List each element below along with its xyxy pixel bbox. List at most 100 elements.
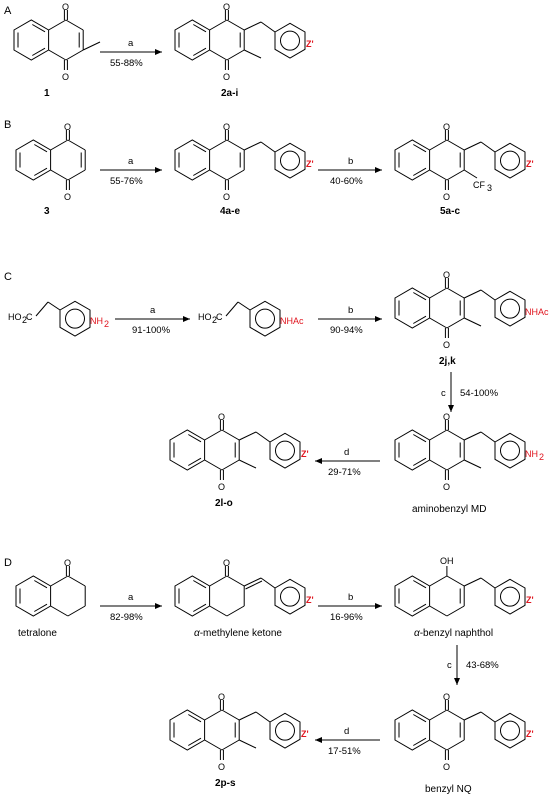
- svg-text:C: C: [216, 312, 223, 322]
- compound-label-2a-i: 2a-i: [221, 88, 238, 99]
- svg-text:3: 3: [487, 183, 492, 193]
- reagent-c-d: d: [344, 447, 349, 458]
- reagent-b-a: a: [128, 156, 134, 167]
- aminobenzyl-md-structure: O O NH 2: [394, 412, 544, 492]
- svg-text:O: O: [443, 762, 450, 772]
- svg-text:CF: CF: [473, 180, 485, 190]
- svg-text:O: O: [223, 558, 230, 568]
- compound-label-4a-e: 4a-e: [220, 206, 240, 217]
- substituent-z: Z': [306, 39, 314, 49]
- compound-label-2j-k: 2j,k: [439, 356, 456, 367]
- svg-text:NHAc: NHAc: [280, 316, 304, 326]
- yield-b-b: 40-60%: [330, 176, 363, 187]
- svg-text:Z': Z': [301, 449, 309, 459]
- compound-4a-e-structure: O O Z': [174, 122, 314, 202]
- compound-label-methylene-ketone: α-methylene ketone: [194, 628, 282, 639]
- svg-text:O: O: [218, 412, 225, 422]
- svg-text:O: O: [62, 72, 69, 82]
- section-label-c: C: [4, 271, 12, 283]
- benzyl-naphthol-structure: OH Z': [394, 556, 534, 617]
- svg-text:Z': Z': [526, 595, 534, 605]
- yield-d-a: 82-98%: [110, 612, 143, 623]
- svg-text:O: O: [443, 122, 450, 132]
- compound-label-2l-o: 2l-o: [215, 498, 233, 509]
- svg-text:O: O: [62, 2, 69, 12]
- svg-text:NH: NH: [525, 449, 538, 459]
- svg-text:Z': Z': [306, 159, 314, 169]
- yield-c-d: 29-71%: [328, 467, 361, 478]
- svg-text:Z': Z': [306, 595, 314, 605]
- methylene-ketone-structure: O Z': [174, 558, 314, 617]
- svg-text:HO: HO: [8, 312, 22, 322]
- compound-label-aminobenzyl-md: aminobenzyl MD: [412, 504, 486, 515]
- reagent-d-d: d: [344, 726, 349, 737]
- compound-label-tetralone: tetralone: [18, 628, 57, 639]
- compound-1-structure: O O: [13, 2, 101, 82]
- svg-text:NHAc: NHAc: [525, 307, 549, 317]
- reagent-d-c: c: [447, 660, 452, 671]
- compound-2j-k-structure: O O NHAc: [394, 270, 549, 350]
- yield-d-b: 16-96%: [330, 612, 363, 623]
- yield-c-b: 90-94%: [330, 325, 363, 336]
- svg-text:2: 2: [212, 315, 217, 325]
- yield-a-a: 55-88%: [110, 58, 143, 69]
- svg-text:O: O: [64, 192, 71, 202]
- yield-c-c: 54-100%: [460, 388, 499, 399]
- acetamidophenylacetic-acid-structure: HO 2 C NHAc: [198, 300, 304, 337]
- svg-text:O: O: [443, 412, 450, 422]
- svg-text:O: O: [218, 692, 225, 702]
- compound-label-2p-s: 2p-s: [215, 778, 236, 789]
- reagent-b-b: b: [348, 156, 353, 167]
- svg-text:Z': Z': [526, 729, 534, 739]
- svg-text:2: 2: [22, 315, 27, 325]
- compound-2p-s-structure: O O Z': [169, 692, 309, 772]
- benzyl-nq-structure: O O Z': [394, 692, 534, 772]
- aminophenylacetic-acid-structure: HO 2 C NH 2: [8, 300, 109, 337]
- svg-text:O: O: [64, 558, 71, 568]
- svg-text:O: O: [443, 270, 450, 280]
- svg-text:O: O: [443, 692, 450, 702]
- yield-c-a: 91-100%: [132, 325, 171, 336]
- compound-3-structure: O O: [15, 122, 86, 202]
- svg-text:O: O: [223, 2, 230, 12]
- compound-2l-o-structure: O O Z': [169, 412, 309, 492]
- reagent-d-b: b: [348, 592, 353, 603]
- reagent-d-a: a: [128, 592, 134, 603]
- svg-text:O: O: [64, 122, 71, 132]
- section-label-b: B: [4, 119, 11, 131]
- svg-text:O: O: [223, 192, 230, 202]
- svg-text:Z': Z': [526, 159, 534, 169]
- svg-text:2: 2: [104, 319, 109, 329]
- compound-label-benzyl-nq: benzyl NQ: [425, 784, 472, 795]
- svg-text:O: O: [443, 482, 450, 492]
- compound-5a-c-structure: O O Z' CF 3: [394, 122, 534, 202]
- svg-text:Z': Z': [301, 729, 309, 739]
- compound-label-5a-c: 5a-c: [440, 206, 460, 217]
- svg-text:O: O: [218, 762, 225, 772]
- svg-text:O: O: [223, 72, 230, 82]
- compound-label-3: 3: [44, 206, 50, 217]
- svg-text:O: O: [223, 122, 230, 132]
- svg-text:O: O: [218, 482, 225, 492]
- yield-b-a: 55-76%: [110, 176, 143, 187]
- svg-text:HO: HO: [198, 312, 212, 322]
- reagent-a-a: a: [128, 38, 134, 49]
- yield-d-c: 43-68%: [466, 660, 499, 671]
- reagent-c-a: a: [150, 305, 156, 316]
- svg-text:2: 2: [539, 452, 544, 462]
- section-label-a: A: [4, 5, 12, 17]
- compound-label-benzyl-naphthol: α-benzyl naphthol: [414, 628, 493, 639]
- svg-text:OH: OH: [440, 556, 454, 566]
- yield-d-d: 17-51%: [328, 746, 361, 757]
- tetralone-structure: O: [15, 558, 86, 617]
- compound-2a-i-structure: O O Z': [174, 2, 314, 82]
- svg-text:NH: NH: [90, 316, 103, 326]
- reagent-c-c: c: [441, 388, 446, 399]
- section-label-d: D: [4, 557, 12, 569]
- reagent-c-b: b: [348, 305, 353, 316]
- svg-text:O: O: [443, 340, 450, 350]
- svg-text:C: C: [26, 312, 33, 322]
- svg-text:O: O: [443, 192, 450, 202]
- compound-label-1: 1: [44, 88, 50, 99]
